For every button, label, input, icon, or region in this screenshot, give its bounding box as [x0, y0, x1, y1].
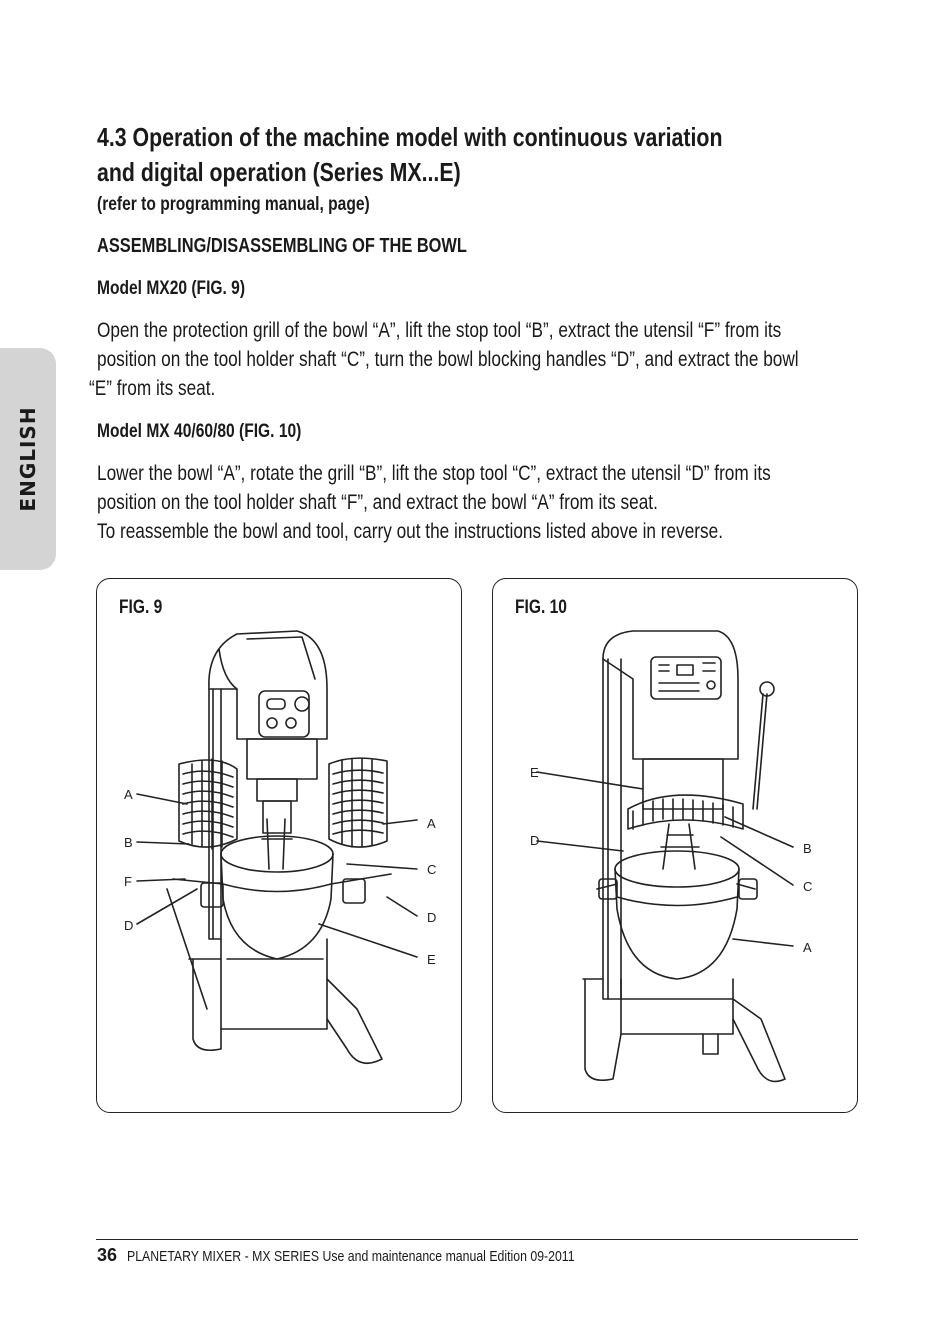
- mx20-line-2: position on the tool holder shaft “C”, t…: [97, 348, 799, 371]
- page-number: 36: [97, 1245, 118, 1265]
- mx40-line-1: Lower the bowl “A”, rotate the grill “B”…: [97, 462, 771, 485]
- mx20-mixer-drawing: [136, 630, 418, 1065]
- fig9-callout-a-right: A: [427, 816, 436, 831]
- mx20-title: Model MX20 (FIG. 9): [97, 278, 246, 299]
- language-tab: ENGLISH: [0, 348, 56, 570]
- fig9-callout-a-left: A: [124, 787, 133, 802]
- fig10-callout-c: C: [803, 879, 813, 894]
- fig10-callout-d: D: [530, 833, 540, 848]
- section-subheading: (refer to programming manual, page): [97, 194, 370, 215]
- footer-text: PLANETARY MIXER - MX SERIES Use and main…: [127, 1248, 575, 1265]
- mx40-mixer-drawing: [536, 630, 794, 1083]
- fig10-callout-b: B: [803, 841, 812, 856]
- fig10-callout-e: E: [530, 765, 539, 780]
- fig9-callout-e: E: [427, 952, 436, 967]
- mx20-line-1: Open the protection grill of the bowl “A…: [97, 319, 782, 342]
- language-tab-label: ENGLISH: [16, 406, 40, 512]
- figure-9-title: FIG. 9: [119, 597, 163, 618]
- figure-10-panel: FIG. 10 E D B: [492, 578, 858, 1113]
- fig9-callout-f: F: [124, 874, 132, 889]
- fig9-callout-d-left: D: [124, 918, 134, 933]
- mx40-title: Model MX 40/60/80 (FIG. 10): [97, 421, 302, 442]
- section-heading-line-2: and digital operation (Series MX...E): [97, 157, 461, 187]
- section-heading-line-1: 4.3 Operation of the machine model with …: [97, 122, 723, 152]
- page-footer: 36 PLANETARY MIXER - MX SERIES Use and ma…: [97, 1245, 673, 1266]
- mx20-line-3: “E” from its seat.: [89, 377, 216, 400]
- assembly-title: ASSEMBLING/DISASSEMBLING OF THE BOWL: [97, 235, 467, 257]
- fig9-callout-d-right: D: [427, 910, 437, 925]
- mx40-line-3: To reassemble the bowl and tool, carry o…: [97, 520, 723, 543]
- figure-10-title: FIG. 10: [515, 597, 567, 618]
- mx40-line-2: position on the tool holder shaft “F”, a…: [97, 491, 658, 514]
- fig9-callout-b: B: [124, 835, 133, 850]
- fig10-callout-a: A: [803, 940, 812, 955]
- figure-9-panel: FIG. 9: [96, 578, 462, 1113]
- footer-divider: [96, 1239, 858, 1240]
- fig9-callout-c: C: [427, 862, 437, 877]
